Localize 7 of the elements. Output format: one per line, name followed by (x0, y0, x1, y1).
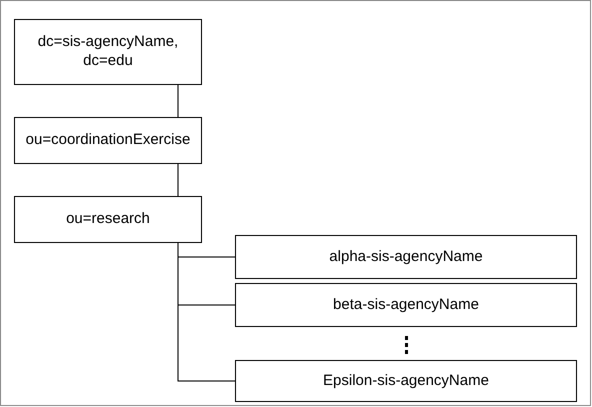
connector-line (178, 242, 236, 382)
entry-box: ou=coordinationExercise (14, 117, 202, 164)
entry-box: dc=sis-agencyName, dc=edu (14, 19, 202, 85)
entry-box: alpha-sis-agencyName (235, 235, 577, 279)
entry-box: ou=research (14, 196, 202, 243)
entry-box: beta-sis-agencyName (235, 283, 577, 327)
entry-box: Epsilon-sis-agencyName (235, 360, 577, 402)
